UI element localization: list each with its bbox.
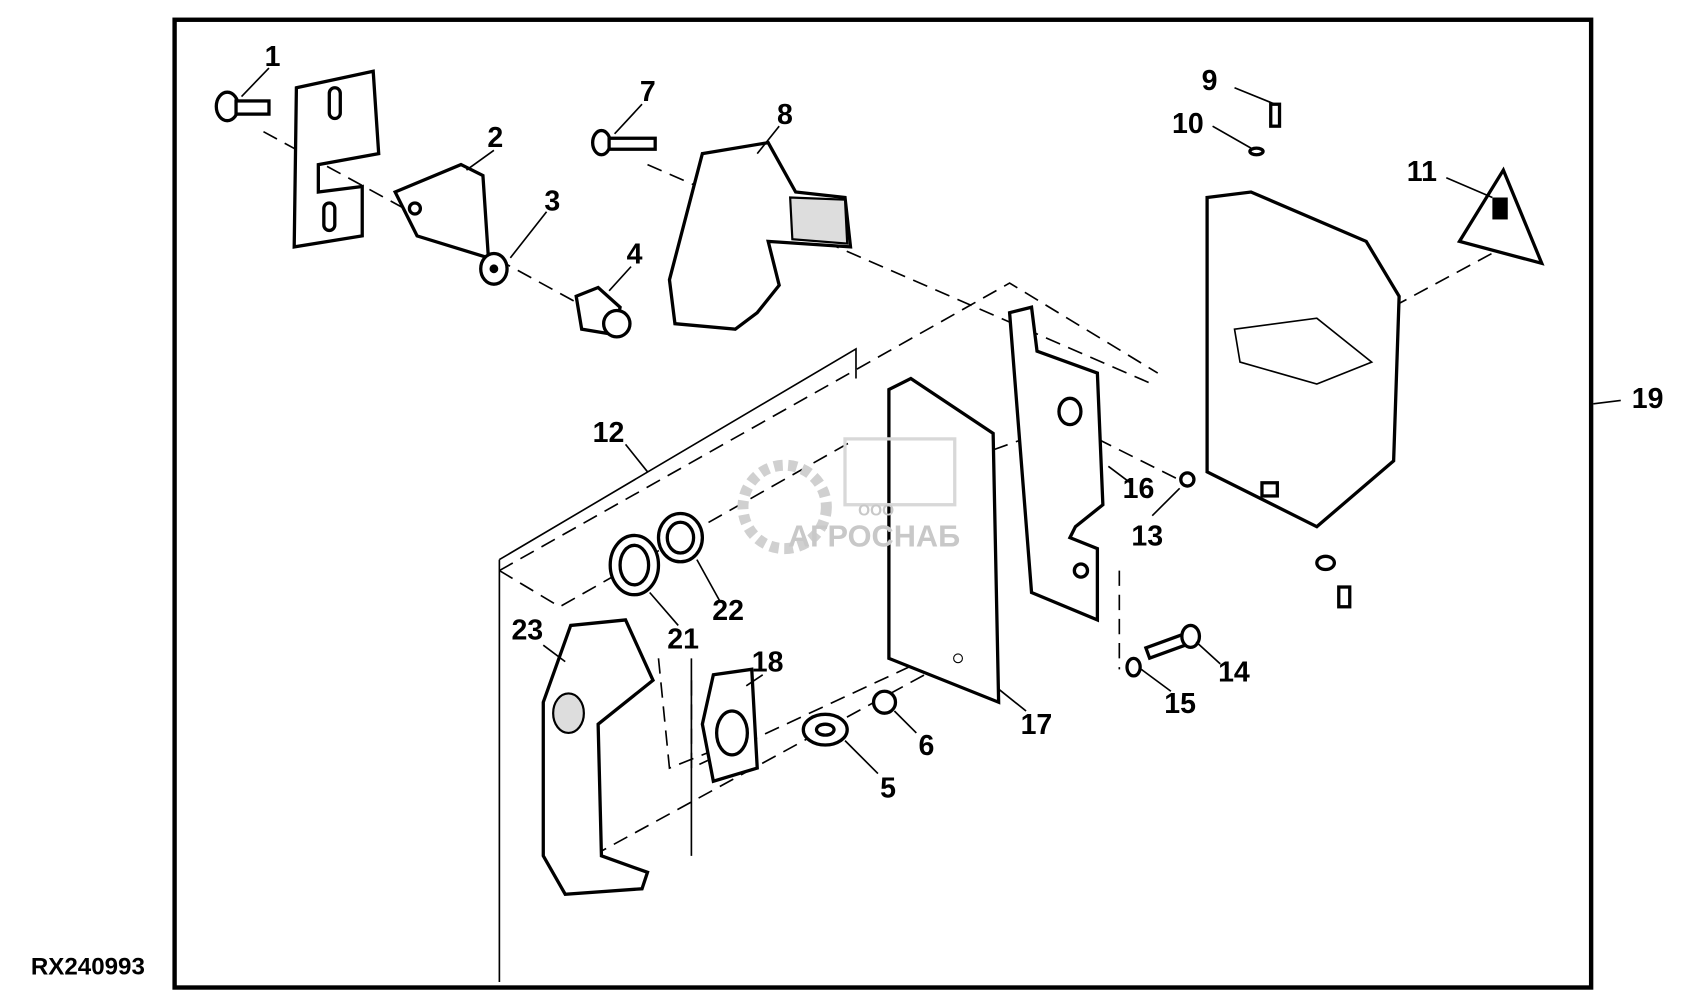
callout-15: 15 — [1164, 688, 1196, 720]
watermark-logo: ООО АГРОСНАБ — [737, 437, 960, 555]
diagram-frame — [172, 17, 1594, 990]
part-15-washer — [1125, 656, 1142, 678]
part-2-plate — [392, 162, 491, 261]
callout-18: 18 — [752, 647, 784, 679]
part-23-handle — [541, 618, 656, 896]
callout-6: 6 — [919, 730, 935, 762]
part-22-nut — [656, 511, 705, 564]
watermark-brand: АГРОСНАБ — [788, 518, 960, 553]
part-18-bezel — [700, 667, 759, 784]
callout-11: 11 — [1407, 156, 1437, 188]
callout-labels: 1 2 3 4 5 6 7 8 9 10 11 12 13 14 15 16 1… — [265, 41, 1664, 805]
figure-code: RX240993 — [31, 953, 145, 980]
callout-10: 10 — [1172, 108, 1204, 140]
callout-16: 16 — [1123, 473, 1155, 505]
callout-1: 1 — [265, 41, 281, 73]
part-bracket — [292, 69, 381, 249]
part-9-screw — [1269, 102, 1282, 128]
panel-12 — [498, 347, 857, 983]
part-8-latch — [667, 140, 853, 331]
part-housing-screw — [1315, 554, 1352, 609]
part-14-bolt — [1143, 623, 1202, 661]
callout-12: 12 — [593, 417, 625, 449]
callout-17: 17 — [1021, 709, 1053, 741]
callout-8: 8 — [777, 99, 793, 131]
part-10-washer — [1248, 146, 1265, 157]
callout-4: 4 — [627, 238, 643, 270]
callout-22: 22 — [712, 595, 744, 627]
part-4-nut — [574, 285, 632, 339]
part-5-washer — [801, 712, 849, 747]
part-7-screw — [591, 128, 657, 157]
callout-23: 23 — [511, 615, 543, 647]
part-6-spacer — [871, 689, 898, 715]
part-3-washer — [479, 251, 509, 286]
part-13-nut — [1179, 471, 1196, 488]
callout-9: 9 — [1202, 65, 1218, 97]
part-19-housing — [1205, 190, 1401, 529]
part-11-decal — [1456, 166, 1545, 266]
callout-13: 13 — [1131, 520, 1163, 552]
callout-21: 21 — [667, 623, 699, 655]
leader-lines — [240, 67, 1621, 775]
callout-7: 7 — [640, 76, 656, 108]
part-21-ring — [608, 533, 661, 597]
callout-14: 14 — [1218, 656, 1250, 688]
part-16-bracket — [1007, 305, 1105, 623]
callout-2: 2 — [487, 122, 503, 154]
callout-3: 3 — [544, 186, 560, 218]
part-1-bolt — [214, 90, 271, 123]
callout-19: 19 — [1632, 383, 1664, 415]
part-17-gasket — [887, 376, 1001, 705]
callout-5: 5 — [880, 773, 896, 805]
watermark-prefix: ООО — [858, 503, 894, 520]
